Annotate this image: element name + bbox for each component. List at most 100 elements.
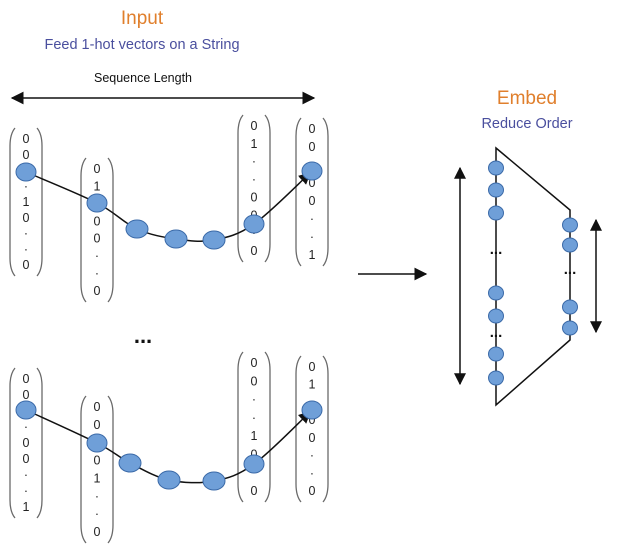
one-hot-vector: 00··00··1	[9, 367, 43, 519]
sequence-length-label: Sequence Length	[94, 71, 192, 85]
vector-entry: 0	[94, 454, 101, 468]
node-icon	[488, 370, 504, 386]
bracket-icon	[264, 351, 271, 503]
embed-ellipsis: ...	[490, 241, 503, 258]
vector-entry: 0	[94, 162, 101, 176]
vector-entry: 0	[94, 418, 101, 432]
vector-entry: 0	[309, 140, 316, 154]
vector-entry: 1	[309, 248, 316, 262]
vector-entry: ·	[310, 212, 314, 226]
vector-entry: 0	[94, 214, 101, 228]
vector-entry: 0	[23, 436, 30, 450]
one-hot-vector: 01·00··0	[295, 355, 329, 503]
vector-entry: 0	[23, 452, 30, 466]
vector-entry: ·	[95, 507, 99, 521]
bracket-icon	[107, 395, 114, 544]
bracket-icon	[322, 355, 329, 503]
bracket-icon	[295, 355, 302, 503]
vector-entry: 0	[23, 148, 30, 162]
vector-entry: 0	[309, 194, 316, 208]
input-strings: 00··10··001·00··001··00·000·00··100··00·…	[9, 114, 329, 544]
vector-entry: ·	[95, 267, 99, 281]
vector-entry: 0	[23, 132, 30, 146]
one-hot-vector: 01··00·0	[237, 114, 271, 263]
node-icon	[562, 320, 578, 336]
vector-entry: 0	[309, 484, 316, 498]
node-icon	[125, 219, 149, 239]
vector-entry: ·	[24, 227, 28, 241]
input-subtitle: Feed 1-hot vectors on a String	[44, 37, 239, 53]
vector-entry: 0	[309, 122, 316, 136]
vector-entry: 0	[251, 190, 258, 204]
vector-entry: ·	[252, 393, 256, 407]
node-icon	[562, 299, 578, 315]
vector-entry: 0	[23, 372, 30, 386]
node-icon	[202, 230, 226, 250]
node-icon	[15, 162, 37, 182]
vector-entry: 0	[23, 211, 30, 225]
node-icon	[157, 470, 181, 490]
one-hot-vector: 00··10··0	[9, 127, 43, 277]
vector-entry: ·	[252, 411, 256, 425]
node-icon	[243, 214, 265, 234]
bracket-icon	[36, 127, 43, 277]
vector-entry: 0	[251, 244, 258, 258]
node-icon	[488, 308, 504, 324]
node-icon	[488, 182, 504, 198]
bracket-icon	[80, 395, 87, 544]
vector-entry: 1	[251, 137, 258, 151]
vector-entry: 0	[251, 119, 258, 133]
embed-ellipsis: ...	[490, 324, 503, 341]
bracket-icon	[264, 114, 271, 263]
node-icon	[488, 160, 504, 176]
input-title: Input	[121, 8, 164, 29]
embed-nodes: .........	[488, 160, 578, 386]
vector-entry: ·	[310, 466, 314, 480]
vector-entry: 0	[309, 431, 316, 445]
vector-entry: 0	[94, 232, 101, 246]
bracket-icon	[36, 367, 43, 519]
vector-entry: 1	[23, 500, 30, 514]
vector-entry: 0	[94, 525, 101, 539]
bracket-icon	[9, 367, 16, 519]
node-icon	[301, 161, 323, 181]
vector-entry: 0	[309, 413, 316, 427]
vector-entry: ·	[24, 484, 28, 498]
vector-entry: 0	[309, 360, 316, 374]
embed-subtitle: Reduce Order	[481, 116, 572, 132]
embed-trapezoid	[495, 146, 571, 407]
bracket-icon	[237, 351, 244, 503]
vector-entry: ·	[95, 489, 99, 503]
embed-ellipsis: ...	[564, 261, 577, 278]
one-hot-vector: 00··10·0	[237, 351, 271, 503]
vector-entry: ·	[24, 468, 28, 482]
vector-entry: 0	[94, 400, 101, 414]
node-icon	[118, 453, 142, 473]
node-icon	[202, 471, 226, 491]
vector-entry: 0	[94, 284, 101, 298]
vector-entry: ·	[24, 242, 28, 256]
bracket-icon	[9, 127, 16, 277]
node-icon	[164, 229, 188, 249]
vector-entry: ·	[252, 173, 256, 187]
node-icon	[243, 454, 265, 474]
vector-entry: 1	[94, 179, 101, 193]
vector-entry: 0	[251, 374, 258, 388]
one-hot-vector: 00·00··1	[295, 117, 329, 267]
node-icon	[15, 400, 37, 420]
bracket-icon	[237, 114, 244, 263]
node-icon	[562, 237, 578, 253]
node-icon	[301, 400, 323, 420]
bracket-icon	[80, 157, 87, 303]
vector-entry: ·	[310, 230, 314, 244]
node-icon	[86, 193, 108, 213]
one-hot-vector: 01·00··0	[80, 157, 114, 303]
string-curve	[25, 171, 311, 243]
vector-entry: ·	[24, 420, 28, 434]
node-icon	[86, 433, 108, 453]
vector-entry: 0	[23, 258, 30, 272]
vector-entry: ·	[310, 449, 314, 463]
vector-entry: 0	[309, 176, 316, 190]
vector-entry: 0	[251, 356, 258, 370]
